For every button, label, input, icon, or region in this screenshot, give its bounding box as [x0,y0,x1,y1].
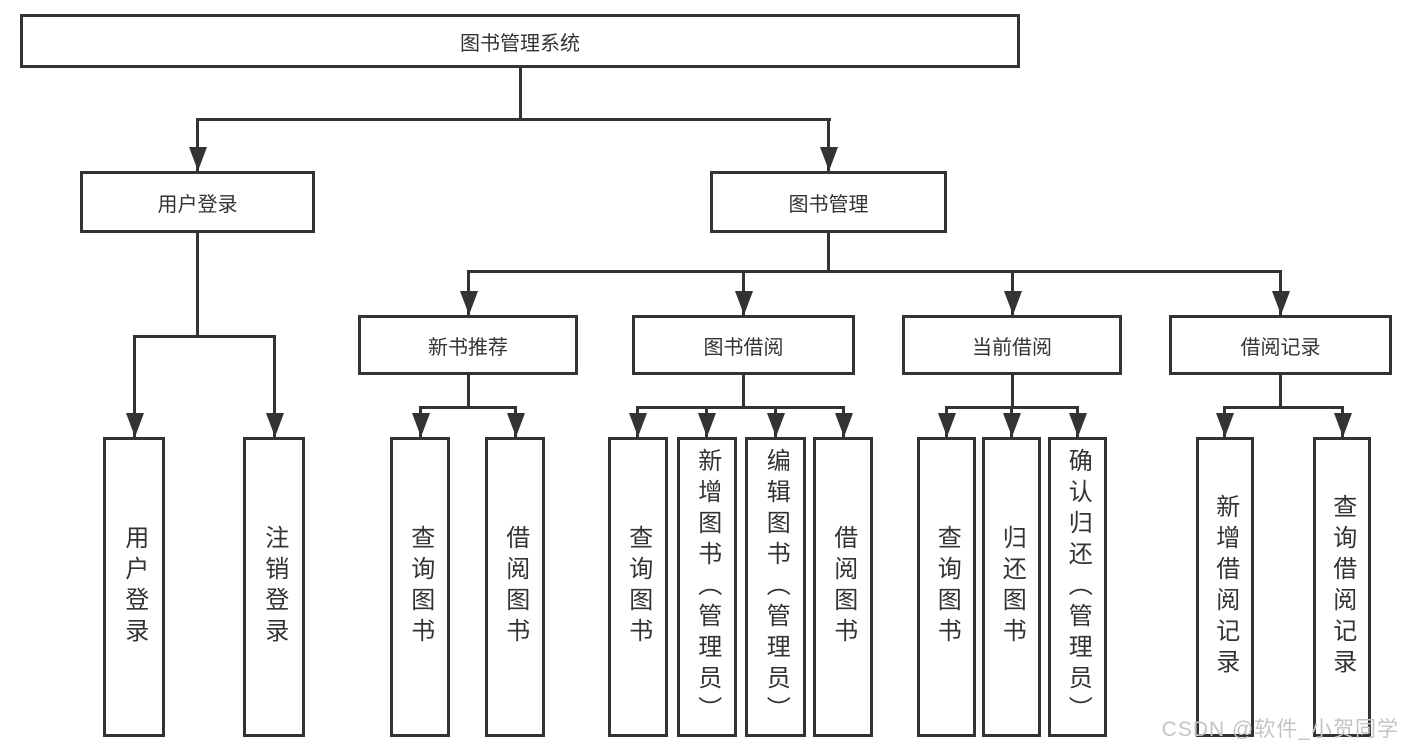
leaf-recommend-query-book: 查询图书 [390,437,450,737]
leaf-current-return-book: 归还图书 [982,437,1041,737]
arrow-down-icon [735,291,753,315]
leaf-record-add-record: 新增借阅记录 [1196,437,1254,737]
connector-line [742,375,745,408]
node-book-management-system: 图书管理系统 [20,14,1020,68]
arrow-down-icon [266,413,284,437]
node-book-borrow: 图书借阅 [632,315,855,375]
leaf-logout: 注销登录 [243,437,305,737]
arrow-down-icon [1272,291,1290,315]
leaf-current-confirm-return-admin: 确认归还（管理员） [1048,437,1107,737]
connector-line [519,68,522,121]
arrow-down-icon [189,147,207,171]
node-borrow-record: 借阅记录 [1169,315,1392,375]
node-book-management: 图书管理 [710,171,947,233]
connector-line [467,270,1282,273]
leaf-record-query-record: 查询借阅记录 [1313,437,1371,737]
arrow-down-icon [629,413,647,437]
arrow-down-icon [767,413,785,437]
connector-line [827,118,830,171]
connector-line [419,406,517,409]
connector-line [196,233,199,337]
connector-line [467,375,470,408]
arrow-down-icon [1334,413,1352,437]
node-current-borrow: 当前借阅 [902,315,1122,375]
leaf-borrow-edit-book-admin: 编辑图书（管理员） [745,437,806,737]
connector-line [133,335,276,338]
arrow-down-icon [412,413,430,437]
connector-line [1011,375,1014,408]
leaf-borrow-query-book: 查询图书 [608,437,668,737]
csdn-watermark: CSDN @软件_小贺同学 [1161,718,1399,741]
node-new-book-recommend: 新书推荐 [358,315,578,375]
arrow-down-icon [1216,413,1234,437]
arrow-down-icon [820,147,838,171]
node-user-login: 用户登录 [80,171,315,233]
arrow-down-icon [1003,413,1021,437]
leaf-borrow-add-book-admin: 新增图书（管理员） [677,437,737,737]
leaf-user-login: 用户登录 [103,437,165,737]
connector-line [196,118,199,171]
arrow-down-icon [698,413,716,437]
arrow-down-icon [835,413,853,437]
arrow-down-icon [460,291,478,315]
connector-line [1279,375,1282,408]
connector-line [196,118,831,121]
arrow-down-icon [938,413,956,437]
arrow-down-icon [126,413,144,437]
connector-line [1223,406,1344,409]
arrow-down-icon [507,413,525,437]
leaf-recommend-borrow-book: 借阅图书 [485,437,545,737]
arrow-down-icon [1004,291,1022,315]
connector-line [636,406,845,409]
leaf-current-query-book: 查询图书 [917,437,976,737]
leaf-borrow-borrow-book: 借阅图书 [813,437,873,737]
connector-line [273,335,276,437]
connector-line [827,233,830,272]
arrow-down-icon [1069,413,1087,437]
connector-line [133,335,136,437]
